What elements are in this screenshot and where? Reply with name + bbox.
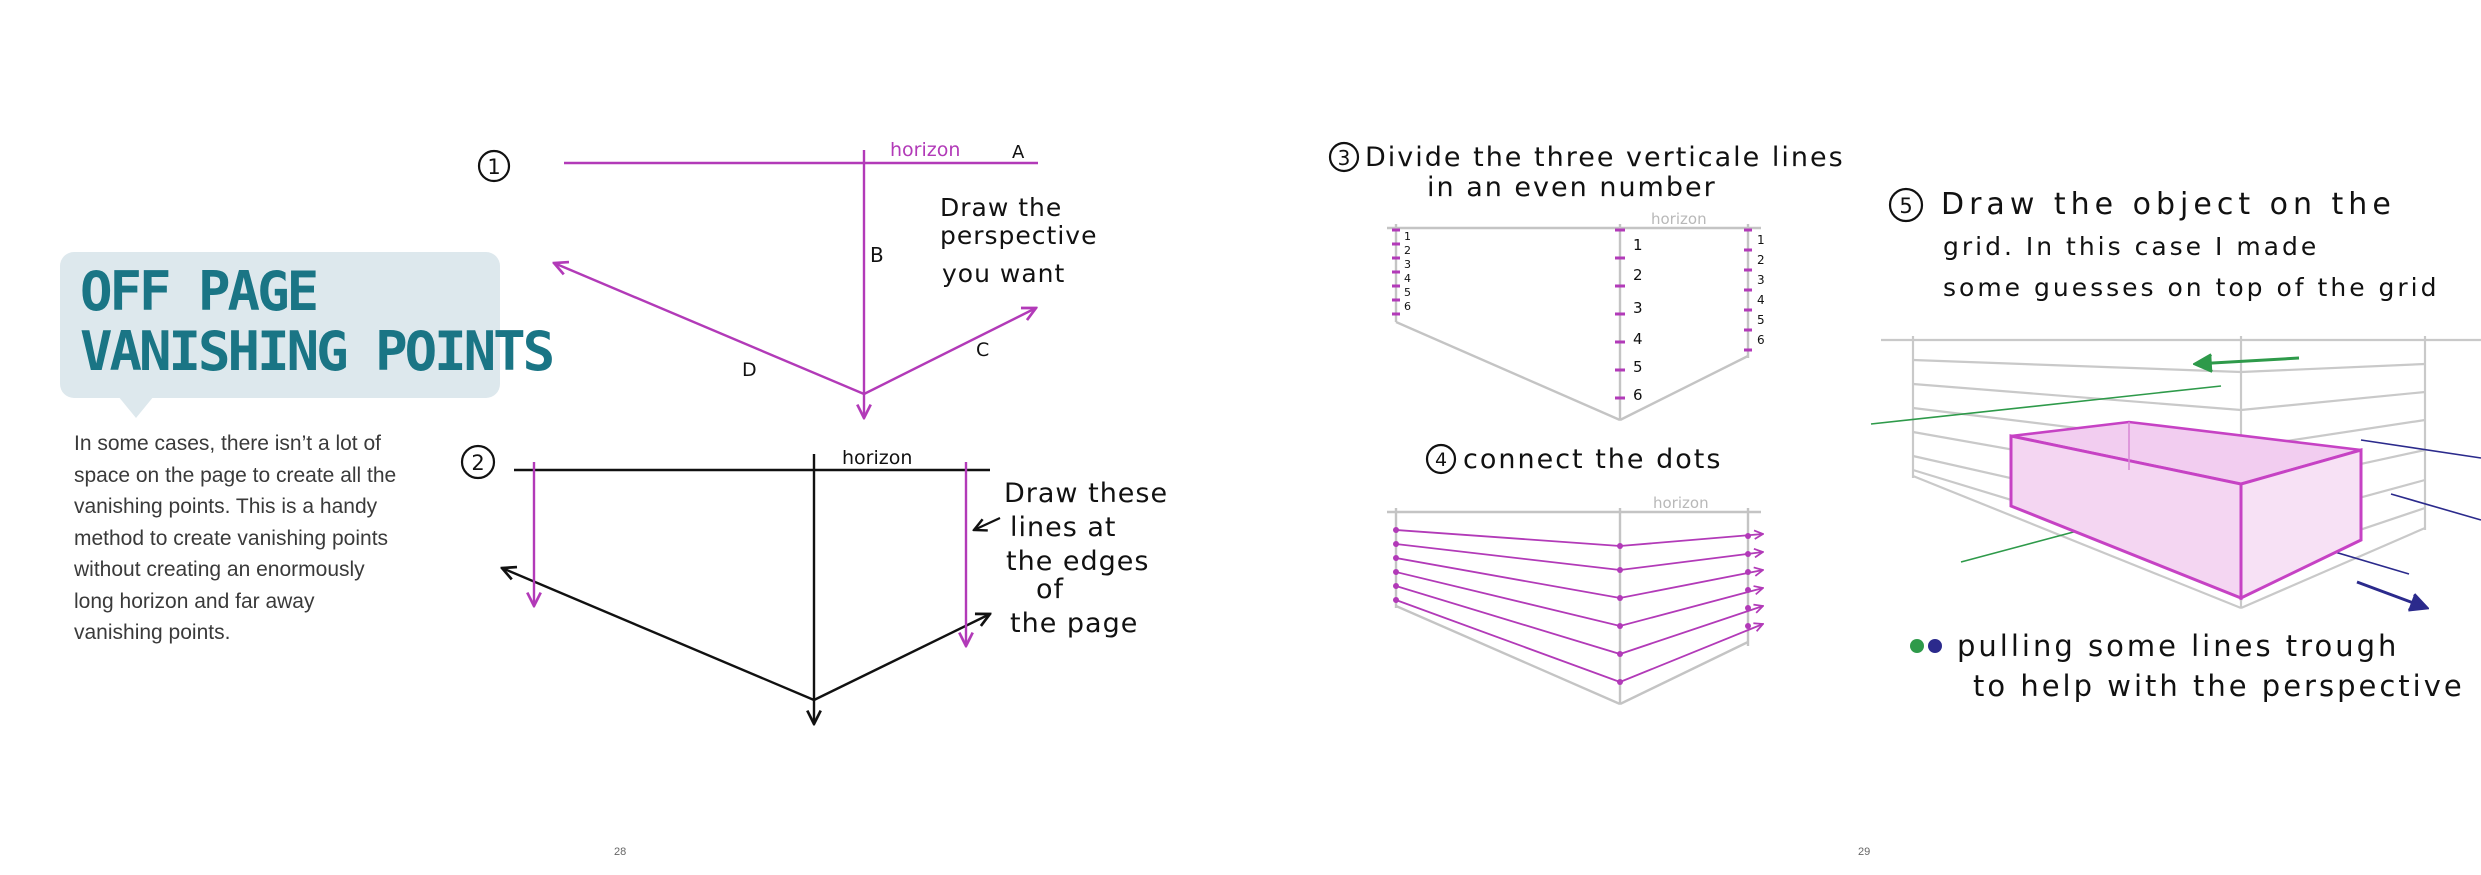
step-3-left-tick-labels: 1 2 3 4 5 6	[1404, 230, 1411, 313]
step-2-number: 2	[471, 451, 484, 475]
page-title: OFF PAGE VANISHING POINTS	[80, 260, 555, 383]
left-page: OFF PAGE VANISHING POINTS In some cases,…	[0, 0, 1240, 875]
legend: pulling some lines trough to help with t…	[1910, 629, 2465, 703]
step-2-diagram: 2 horizon Draw these lines at the edges …	[460, 444, 1168, 724]
step-3-diagram: 3 Divide the three verticale lines in an…	[1328, 141, 1845, 422]
step-1-note-line-1: Draw the	[940, 193, 1062, 222]
step-1-circle	[477, 149, 511, 183]
tick-label: 6	[1757, 333, 1765, 347]
step-1-label-a: A	[1012, 142, 1025, 163]
title-line-1: OFF PAGE	[80, 260, 319, 323]
tick-label: 5	[1757, 313, 1765, 327]
step-1-left-line	[554, 263, 865, 396]
legend-line-2: to help with the perspective	[1973, 669, 2465, 703]
step-4-circle	[1425, 443, 1457, 475]
step-1-note-line-2: perspective	[940, 221, 1097, 250]
step-2-left-line	[502, 568, 815, 702]
tick-label: 3	[1757, 273, 1765, 287]
step-4-bottom-left-line	[1395, 604, 1621, 706]
step-3-right-ticks	[1744, 228, 1752, 352]
tick-label: 4	[1404, 272, 1411, 285]
right-diagrams: 3 Divide the three verticale lines in an…	[1328, 141, 2481, 706]
title-callout-tail	[118, 396, 154, 418]
step-3-bottom-right-line	[1619, 354, 1749, 422]
step-3-title-line-1: Divide the three verticale lines	[1365, 142, 1845, 173]
step-4-connecting-lines	[1395, 529, 1763, 683]
legend-line-1: pulling some lines trough	[1957, 629, 2399, 663]
page-number-right: 29	[1858, 846, 1871, 858]
tick-label: 4	[1633, 330, 1643, 348]
right-page: 3 Divide the three verticale lines in an…	[1241, 0, 2481, 875]
intro-paragraph: In some cases, there isn’t a lot of spac…	[74, 432, 397, 644]
step-2-note-line-4: of	[1036, 574, 1065, 605]
step-3-bottom-left-line	[1395, 320, 1621, 422]
step-1-label-d: D	[742, 359, 757, 381]
step-4-number: 4	[1435, 449, 1447, 471]
step-1-diagram: 1 horizon A B D C Draw the perspective y…	[477, 139, 1097, 418]
tick-label: 2	[1757, 253, 1765, 267]
step-1-note-line-3: you want	[942, 259, 1065, 288]
step-5-navy-guide-line-mid	[2390, 493, 2481, 521]
step-5-title-line-1: Draw the object on the	[1941, 187, 2396, 222]
step-5-circle	[1888, 187, 1924, 223]
step-4-dots	[1393, 527, 1751, 685]
step-3-title-line-2: in an even number	[1427, 172, 1717, 203]
step-3-horizon-label: horizon	[1651, 210, 1707, 228]
tick-label: 1	[1757, 233, 1765, 247]
tick-label: 4	[1757, 293, 1765, 307]
step-5-diagram: 5 Draw the object on the grid. In this c…	[1870, 187, 2481, 608]
left-diagrams: 1 horizon A B D C Draw the perspective y…	[460, 139, 1168, 875]
step-1-horizon-label: horizon	[890, 139, 960, 161]
step-3-right-tick-labels: 1 2 3 4 5 6	[1757, 233, 1765, 347]
step-1-label-c: C	[976, 339, 989, 361]
step-2-note-line-1: Draw these	[1004, 478, 1168, 509]
step-5-number: 5	[1899, 194, 1912, 218]
step-4-horizon-label: horizon	[1653, 494, 1709, 512]
step-2-horizon-label: horizon	[842, 447, 912, 469]
tick-label: 1	[1404, 230, 1411, 243]
step-4-bottom-right-line	[1619, 640, 1749, 706]
title-line-2: VANISHING POINTS	[80, 320, 555, 383]
step-3-circle	[1328, 141, 1360, 173]
step-2-right-line	[813, 614, 990, 702]
title-callout: OFF PAGE VANISHING POINTS	[60, 252, 555, 398]
tick-label: 2	[1633, 266, 1643, 284]
step-5-title-line-2: grid. In this case I made	[1943, 232, 2319, 261]
step-5-title-line-3: some guesses on top of the grid	[1943, 273, 2439, 302]
tick-label: 2	[1404, 244, 1411, 257]
tick-label: 6	[1633, 386, 1643, 404]
step-2-note-line-3: the edges	[1006, 546, 1149, 577]
step-1-right-line	[863, 308, 1036, 396]
tick-label: 3	[1633, 299, 1643, 317]
tick-label: 1	[1633, 236, 1643, 254]
step-5-box-object	[2009, 420, 2363, 601]
step-4-diagram: 4 connect the dots horizon	[1387, 443, 1763, 706]
step-3-left-ticks	[1392, 228, 1400, 316]
step-2-note-line-5: the page	[1010, 608, 1138, 639]
page-number-left: 28	[614, 846, 627, 858]
step-3-middle-ticks	[1615, 228, 1625, 400]
tick-label: 3	[1404, 258, 1411, 271]
legend-green-dot	[1910, 639, 1924, 653]
step-5-green-guide-line-top	[1870, 385, 2222, 425]
tick-label: 5	[1633, 358, 1643, 376]
step-2-circle	[460, 444, 496, 480]
tick-label: 5	[1404, 286, 1411, 299]
tick-label: 6	[1404, 300, 1411, 313]
step-1-label-b: B	[870, 243, 884, 267]
step-5-green-arrow	[2195, 358, 2300, 364]
step-5-navy-guide-line-top	[2360, 439, 2481, 459]
legend-navy-dot	[1928, 639, 1942, 653]
step-3-middle-tick-labels: 1 2 3 4 5 6	[1633, 236, 1643, 404]
step-5-navy-arrow	[2356, 580, 2427, 608]
step-3-number: 3	[1338, 146, 1351, 170]
step-2-note-line-2: lines at	[1010, 512, 1117, 543]
step-4-title: connect the dots	[1463, 444, 1722, 475]
step-2-note-pointer	[974, 517, 1001, 530]
step-1-number: 1	[487, 155, 500, 179]
